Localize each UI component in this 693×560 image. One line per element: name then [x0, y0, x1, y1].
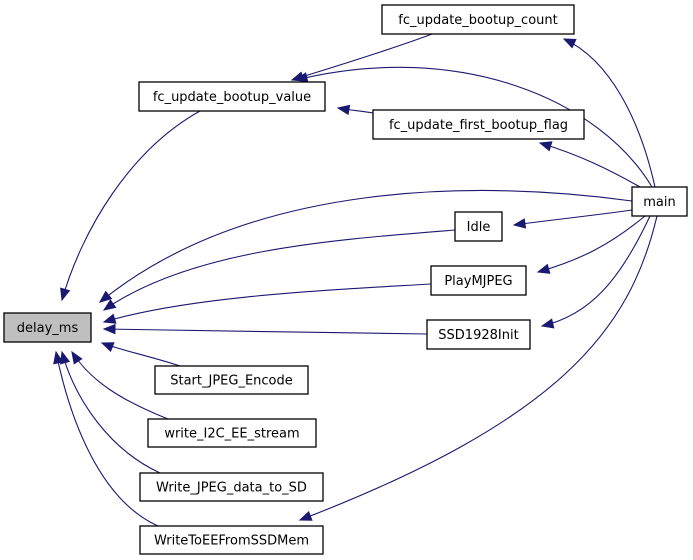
- edge-Write_JPEG_data_to_SD-to-delay_ms: [59, 350, 161, 474]
- arrowhead-icon: [98, 290, 113, 303]
- node-write-jpeg-data-to-sd[interactable]: Write_JPEG_data_to_SD: [139, 472, 324, 502]
- node-idle[interactable]: Idle: [454, 211, 503, 242]
- node-box: [430, 265, 527, 296]
- edge-WriteToEEFromSSDMem-to-delay_ms: [53, 350, 159, 527]
- edge-line: [295, 66, 653, 188]
- node-main[interactable]: main: [631, 186, 688, 217]
- node-box: [426, 319, 531, 350]
- edge-line: [291, 33, 433, 81]
- node-box: [147, 418, 317, 448]
- node-fc-update-bootup-count[interactable]: fc_update_bootup_count: [381, 4, 575, 35]
- edge-fc_update_bootup_value-to-delay_ms: [60, 110, 201, 302]
- edge-main-to-WriteToEEFromSSDMem: [298, 215, 658, 521]
- edge-line: [103, 283, 432, 323]
- arrowhead-icon: [538, 141, 553, 152]
- node-label: Idle: [467, 220, 491, 235]
- edge-main-to-SSD1928Init: [540, 215, 651, 329]
- edge-main-to-fc_update_bootup_value: [294, 66, 653, 188]
- node-fc-update-bootup-value[interactable]: fc_update_bootup_value: [138, 81, 326, 112]
- edge-line: [563, 38, 656, 188]
- node-label: fc_update_bootup_count: [398, 13, 557, 28]
- node-label: fc_update_first_bootup_flag: [389, 118, 568, 133]
- node-label: SSD1928Init: [438, 328, 518, 343]
- edge-line: [103, 328, 428, 335]
- edge-line: [55, 351, 159, 527]
- arrowhead-icon: [540, 318, 555, 329]
- node-label: main: [643, 195, 675, 210]
- edge-line: [103, 229, 456, 311]
- edge-main-to-delay_ms: [98, 189, 633, 303]
- edge-SSD1928Init-to-delay_ms: [102, 323, 428, 335]
- arrowhead-icon: [102, 299, 117, 311]
- arrowhead-icon: [562, 38, 577, 49]
- edge-Idle-to-delay_ms: [102, 229, 456, 311]
- arrowhead-icon: [71, 350, 83, 365]
- node-label: Start_JPEG_Encode: [170, 374, 293, 389]
- node-box: [381, 4, 575, 35]
- edge-line: [101, 342, 181, 367]
- node-box: [138, 81, 326, 112]
- edge-write_I2C_EE_stream-to-delay_ms: [71, 350, 169, 420]
- node-box: [454, 211, 503, 242]
- edge-line: [61, 351, 161, 474]
- arrowhead-icon: [59, 350, 71, 365]
- arrowhead-icon: [100, 342, 115, 353]
- arrowhead-icon: [298, 510, 313, 521]
- node-label: write_I2C_EE_stream: [164, 427, 299, 442]
- edge-line: [539, 142, 641, 188]
- node-label: Write_JPEG_data_to_SD: [156, 481, 307, 496]
- node-write-i2c-ee-stream[interactable]: write_I2C_EE_stream: [147, 418, 317, 448]
- edge-line: [299, 215, 658, 521]
- arrowhead-icon: [336, 104, 351, 116]
- node-label: PlayMJPEG: [444, 274, 512, 289]
- arrowhead-icon: [536, 263, 551, 274]
- node-ssd1928init[interactable]: SSD1928Init: [426, 319, 531, 350]
- node-box: [372, 109, 585, 140]
- edge-line: [537, 215, 646, 273]
- edge-line: [61, 110, 201, 301]
- node-start-jpeg-encode[interactable]: Start_JPEG_Encode: [154, 365, 309, 395]
- node-box: [154, 365, 309, 395]
- node-box: [139, 472, 324, 502]
- arrowhead-icon: [512, 218, 527, 229]
- edge-main-to-Idle: [512, 209, 633, 229]
- arrowhead-icon: [102, 313, 117, 324]
- edge-main-to-PlayMJPEG: [536, 215, 646, 274]
- arrowhead-icon: [294, 72, 309, 83]
- edge-line: [71, 351, 169, 420]
- node-box: [3, 312, 92, 343]
- node-box: [139, 525, 324, 555]
- edge-line: [513, 209, 633, 226]
- edge-main-to-fc_update_first_bootup_flag: [538, 141, 641, 188]
- node-delay-ms: delay_ms: [3, 312, 92, 343]
- arrowhead-icon: [60, 287, 71, 302]
- nodes-layer: delay_ms fc_update_bootup_value fc_update_…: [3, 4, 688, 555]
- node-writetoeefromssdmem[interactable]: WriteToEEFromSSDMem: [139, 525, 324, 555]
- edges-layer: [53, 33, 658, 527]
- edge-fc_update_first_bootup_flag-to-fc_update_bootup_value: [336, 104, 374, 116]
- node-label: delay_ms: [17, 321, 79, 336]
- node-label: fc_update_bootup_value: [153, 90, 311, 105]
- edge-PlayMJPEG-to-delay_ms: [102, 283, 432, 324]
- arrowhead-icon: [53, 350, 64, 365]
- node-fc-update-first-bootup-flag[interactable]: fc_update_first_bootup_flag: [372, 109, 585, 140]
- edge-main-to-fc_update_bootup_count: [562, 38, 656, 188]
- edge-fc_update_bootup_count-to-fc_update_bootup_value: [290, 33, 433, 82]
- arrowhead-icon: [102, 323, 116, 335]
- edge-line: [541, 215, 651, 327]
- node-label: WriteToEEFromSSDMem: [154, 534, 309, 549]
- node-playmjpeg[interactable]: PlayMJPEG: [430, 265, 527, 296]
- edge-Start_JPEG_Encode-to-delay_ms: [100, 342, 181, 367]
- node-box: [631, 186, 688, 217]
- edge-line: [99, 189, 633, 303]
